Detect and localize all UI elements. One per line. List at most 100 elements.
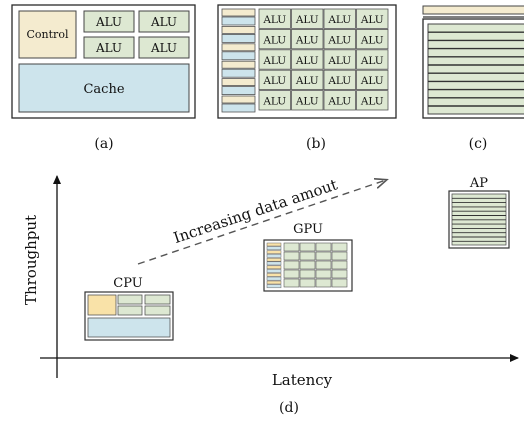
alu-cell <box>258 90 291 111</box>
gpu-mini-alu-cell <box>315 278 332 288</box>
control-strip <box>221 8 256 17</box>
alu-cell-label: ALU <box>327 34 351 46</box>
alu-cell <box>323 90 356 111</box>
alu-cell-label: ALU <box>262 96 286 108</box>
gpu-mini-control-strip <box>266 250 282 254</box>
gpu-mini-alu-cell <box>283 278 300 288</box>
cache-strip <box>221 51 256 61</box>
panel-c-ap-diagram <box>422 5 524 119</box>
alu-cell <box>323 49 356 70</box>
gpu-mini-cache-strip <box>266 276 282 281</box>
cpu-mini-control <box>87 294 117 316</box>
control-strip <box>221 43 256 52</box>
cpu-mini-alu <box>117 305 143 316</box>
gpu-mini-alu-cell <box>283 269 300 279</box>
alu-label: ALU <box>95 41 122 55</box>
control-cache-strips <box>221 8 256 113</box>
alu-cell <box>258 8 291 29</box>
alu-cell <box>258 69 291 90</box>
gpu-mini-alu-cell <box>331 269 348 279</box>
alu-cell-label: ALU <box>327 14 351 26</box>
gpu-mini-control-strip <box>266 273 282 277</box>
gpu-mini-alu-cell <box>283 260 300 270</box>
alu-cell-label: ALU <box>295 75 319 87</box>
alu-cell <box>323 69 356 90</box>
panel-c-inner <box>427 23 524 115</box>
gpu-mini-control-strip <box>266 257 282 262</box>
alu-cell-label: ALU <box>360 34 384 46</box>
gpu-mini-control-strip <box>266 242 282 247</box>
alu-grid: ALU ALU ALU ALU ALU ALU ALU ALU ALU ALU ALU ALU ALU A… <box>258 8 389 111</box>
alu-cell-label: ALU <box>295 14 319 26</box>
cpu-mini-cache <box>87 317 171 338</box>
cpu-label: CPU <box>113 276 142 291</box>
alu-cell-label: ALU <box>295 55 319 67</box>
alu-label: ALU <box>150 41 177 55</box>
alu-cell-label: ALU <box>360 96 384 108</box>
alu-cell <box>291 90 324 111</box>
cache-block <box>18 63 190 113</box>
gpu-mini-cache-strip <box>266 269 282 273</box>
gpu-mini-alu-cell <box>331 260 348 270</box>
alu-cell-label: ALU <box>327 55 351 67</box>
control-strip <box>221 25 256 34</box>
alu-label: ALU <box>150 15 177 29</box>
alu-cell <box>323 8 356 29</box>
gpu-mini-cache-strip <box>266 261 282 266</box>
gpu-mini-alu-cell <box>299 278 316 288</box>
alu-cell <box>291 49 324 70</box>
alu-cell <box>356 49 389 70</box>
panel-b-caption: (b) <box>306 136 326 152</box>
panel-c-lane-lines <box>428 31 524 107</box>
gpu-mini-cache-strip <box>266 284 282 289</box>
alu-cell <box>291 28 324 50</box>
alu-cell-label: ALU <box>262 34 286 46</box>
cache-label: Cache <box>83 82 124 97</box>
gpu-mini-alu-grid <box>283 242 348 288</box>
gpu-mini-alu-cell <box>315 269 332 279</box>
control-strip <box>221 60 256 69</box>
cpu-mini-alu <box>144 294 171 305</box>
alu-cell-label: ALU <box>360 14 384 26</box>
control-unit-block <box>18 10 77 59</box>
panel-c-top-bar <box>422 5 524 15</box>
alu-cell <box>356 28 389 50</box>
cache-strip <box>221 16 256 26</box>
control-strip <box>221 95 256 104</box>
gpu-mini-alu-cell <box>283 251 300 261</box>
alu-cell-label: ALU <box>295 96 319 108</box>
gpu-mini-alu-cell <box>331 242 348 252</box>
gpu-mini-alu-cell <box>331 278 348 288</box>
gpu-mini-diagram <box>263 239 353 292</box>
alu-cell <box>258 49 291 70</box>
gpu-mini-alu-cell <box>299 260 316 270</box>
gpu-mini-alu-cell <box>315 260 332 270</box>
alu-cell <box>323 28 356 50</box>
x-axis-label: Latency <box>272 371 333 389</box>
gpu-mini-alu-cell <box>299 269 316 279</box>
control-strip <box>221 78 256 86</box>
alu-cell-label: ALU <box>360 55 384 67</box>
cache-strip <box>221 103 256 113</box>
alu-cell <box>291 69 324 90</box>
alu-block <box>138 10 190 33</box>
gpu-mini-control-strip <box>266 280 282 285</box>
gpu-mini-alu-cell <box>299 242 316 252</box>
alu-cell-label: ALU <box>295 34 319 46</box>
gpu-mini-alu-cell <box>315 242 332 252</box>
alu-cell-label: ALU <box>327 75 351 87</box>
cache-strip <box>221 68 256 78</box>
gpu-mini-alu-cell <box>283 242 300 252</box>
alu-cell <box>356 8 389 29</box>
cache-strip <box>221 34 256 43</box>
alu-cell-label: ALU <box>262 14 286 26</box>
alu-block <box>138 36 190 59</box>
alu-cell <box>356 90 389 111</box>
panel-d-caption: (d) <box>279 400 299 416</box>
gpu-mini-alu-cell <box>315 251 332 261</box>
alu-block <box>83 36 135 59</box>
alu-cell-label: ALU <box>327 96 351 108</box>
ap-mini-lane-lines <box>452 197 506 242</box>
alu-cell <box>291 8 324 29</box>
